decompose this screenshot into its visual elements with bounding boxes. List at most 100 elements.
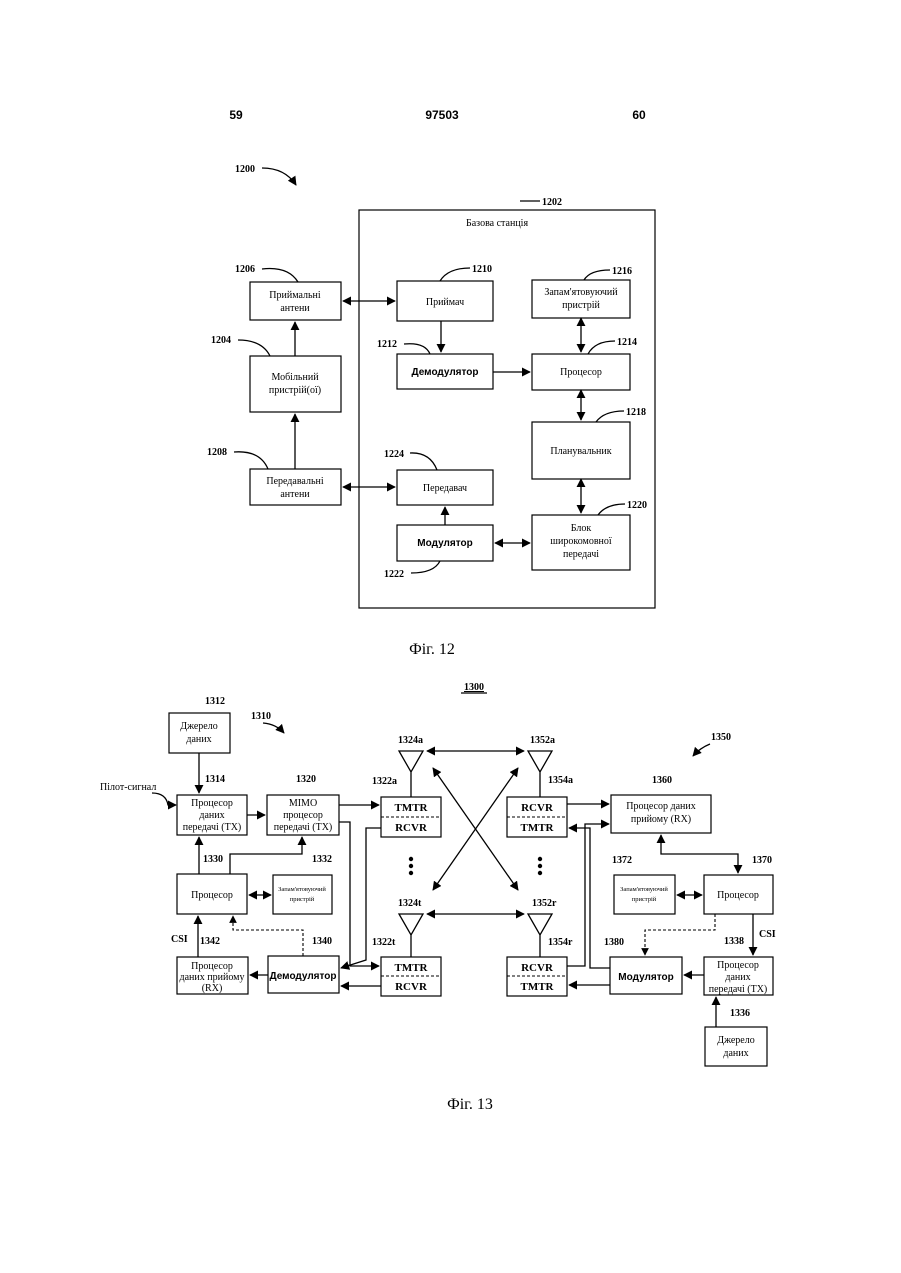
ref-1214-leader <box>588 341 615 354</box>
ref-1224-leader <box>410 453 437 470</box>
ref-1324t: 1324t <box>398 898 422 909</box>
ref-1314: 1314 <box>205 774 225 785</box>
ref-1210-leader <box>440 268 470 281</box>
figure-13: 1300 1310 1350 Джерело даних 1312 Пілот-… <box>100 682 776 1113</box>
arrow-pilot <box>152 793 176 805</box>
ref-1206: 1206 <box>235 264 255 275</box>
antenna-1324t <box>399 914 423 957</box>
ref-1322t: 1322t <box>372 937 396 948</box>
transmit-antennas-line1: Передавальні <box>266 476 324 487</box>
transmit-antennas-line2: антени <box>280 489 310 500</box>
processor-tx-label: Процесор <box>191 890 233 901</box>
memory-line1: Запам'ятовуючий <box>544 287 618 298</box>
fig12-caption: Фіг. 12 <box>409 641 455 658</box>
ref-1352a: 1352a <box>530 735 555 746</box>
ref-1220-leader <box>598 504 625 515</box>
data-source-rx-line2: даних <box>723 1048 748 1059</box>
broadcast-unit-line3: передачі <box>563 549 599 560</box>
ref-1354a: 1354a <box>548 775 573 786</box>
ref-1204: 1204 <box>211 335 231 346</box>
ref-1370: 1370 <box>752 855 772 866</box>
ref-1222-leader <box>411 561 440 573</box>
ref-1350-pointer <box>693 744 710 756</box>
ref-1204-leader <box>238 340 270 356</box>
processor-label: Процесор <box>560 367 602 378</box>
ref-1218: 1218 <box>626 407 646 418</box>
modulator-label: Модулятор <box>417 538 472 549</box>
ref-1320: 1320 <box>296 774 316 785</box>
rx-data-processor-left-line1: Процесор <box>191 961 233 972</box>
ref-1322a: 1322a <box>372 776 397 787</box>
figure-12: 1200 1202 Базова станція Приймальні анте… <box>207 164 655 658</box>
ref-1216-leader <box>584 270 610 280</box>
arrow-rx-data-processor-rx <box>661 835 738 873</box>
receive-antennas-line2: антени <box>280 303 310 314</box>
ellipsis-dot-right <box>538 864 542 868</box>
ellipsis-dot-left <box>409 871 413 875</box>
csi-left: CSI <box>171 934 188 945</box>
ref-1372: 1372 <box>612 855 632 866</box>
ellipsis-dot-left <box>409 857 413 861</box>
broadcast-unit-line1: Блок <box>571 523 592 534</box>
tx-data-processor-line1: Процесор <box>191 798 233 809</box>
ref-1354r: 1354r <box>548 937 573 948</box>
antenna-1352a <box>528 751 552 797</box>
antenna-1352r <box>528 914 552 957</box>
ref-1312: 1312 <box>205 696 225 707</box>
memory-box <box>532 280 630 318</box>
tx-data-processor-right-line2: даних <box>725 972 750 983</box>
receiver-label: Приймач <box>426 297 464 308</box>
xcvr-1322t-top: TMTR <box>395 962 429 974</box>
transmitter-label: Передавач <box>423 483 467 494</box>
ref-1220: 1220 <box>627 500 647 511</box>
receive-antennas-line1: Приймальні <box>269 290 321 301</box>
mimo-processor-line2: процесор <box>283 810 323 821</box>
ref-1336: 1336 <box>730 1008 750 1019</box>
memory-tx-line1: Запам'ятовуючий <box>278 886 326 893</box>
ref-1342: 1342 <box>200 936 220 947</box>
ref-1332: 1332 <box>312 854 332 865</box>
memory-line2: пристрій <box>562 300 600 311</box>
broadcast-unit-line2: широкомовної <box>550 536 612 547</box>
mimo-processor-line3: передачі (TX) <box>274 822 333 833</box>
antenna-1324a <box>399 751 423 797</box>
data-source-rx-box <box>705 1027 767 1066</box>
page-number-left: 59 <box>229 108 243 122</box>
rx-data-processor-right-line1: Процесор даних <box>626 801 695 812</box>
csi-right: CSI <box>759 929 776 940</box>
receive-antennas-box <box>250 282 341 320</box>
memory-tx-line2: пристрій <box>290 896 315 903</box>
ellipsis-dot-left <box>409 864 413 868</box>
ref-1330: 1330 <box>203 854 223 865</box>
data-source-tx-line1: Джерело <box>180 721 217 732</box>
ref-1208-leader <box>234 452 268 469</box>
ref-1340: 1340 <box>312 936 332 947</box>
ref-1214: 1214 <box>617 337 637 348</box>
ref-1216: 1216 <box>612 266 632 277</box>
mobile-devices-box <box>250 356 341 412</box>
ref-1212: 1212 <box>377 339 397 350</box>
xcvr-1354a-bottom: TMTR <box>521 822 555 834</box>
ref-1202: 1202 <box>542 197 562 208</box>
memory-rx-box <box>614 875 675 914</box>
ref-1338: 1338 <box>724 936 744 947</box>
ref-1200-pointer <box>262 168 296 185</box>
xcvr-1322a-bottom: RCVR <box>395 822 428 834</box>
processor-rx-label: Процесор <box>717 890 759 901</box>
ref-1210: 1210 <box>472 264 492 275</box>
arrow-processor-to-modulator-dashed <box>645 914 715 955</box>
demodulator-label: Демодулятор <box>412 367 479 378</box>
arrow-rcvr-r-to-rx-data <box>567 824 609 966</box>
xcvr-1322t-bottom: RCVR <box>395 981 428 993</box>
tx-data-processor-right-line3: передачі (TX) <box>709 984 768 995</box>
ref-1300: 1300 <box>464 682 484 693</box>
memory-rx-line2: пристрій <box>632 896 657 903</box>
tx-data-processor-line2: даних <box>199 810 224 821</box>
modulator-13-label: Модулятор <box>618 972 673 983</box>
patent-number: 97503 <box>425 108 459 122</box>
data-source-rx-line1: Джерело <box>717 1035 754 1046</box>
tx-data-processor-right-line1: Процесор <box>717 960 759 971</box>
ref-1324a: 1324a <box>398 735 423 746</box>
page-number-right: 60 <box>632 108 646 122</box>
